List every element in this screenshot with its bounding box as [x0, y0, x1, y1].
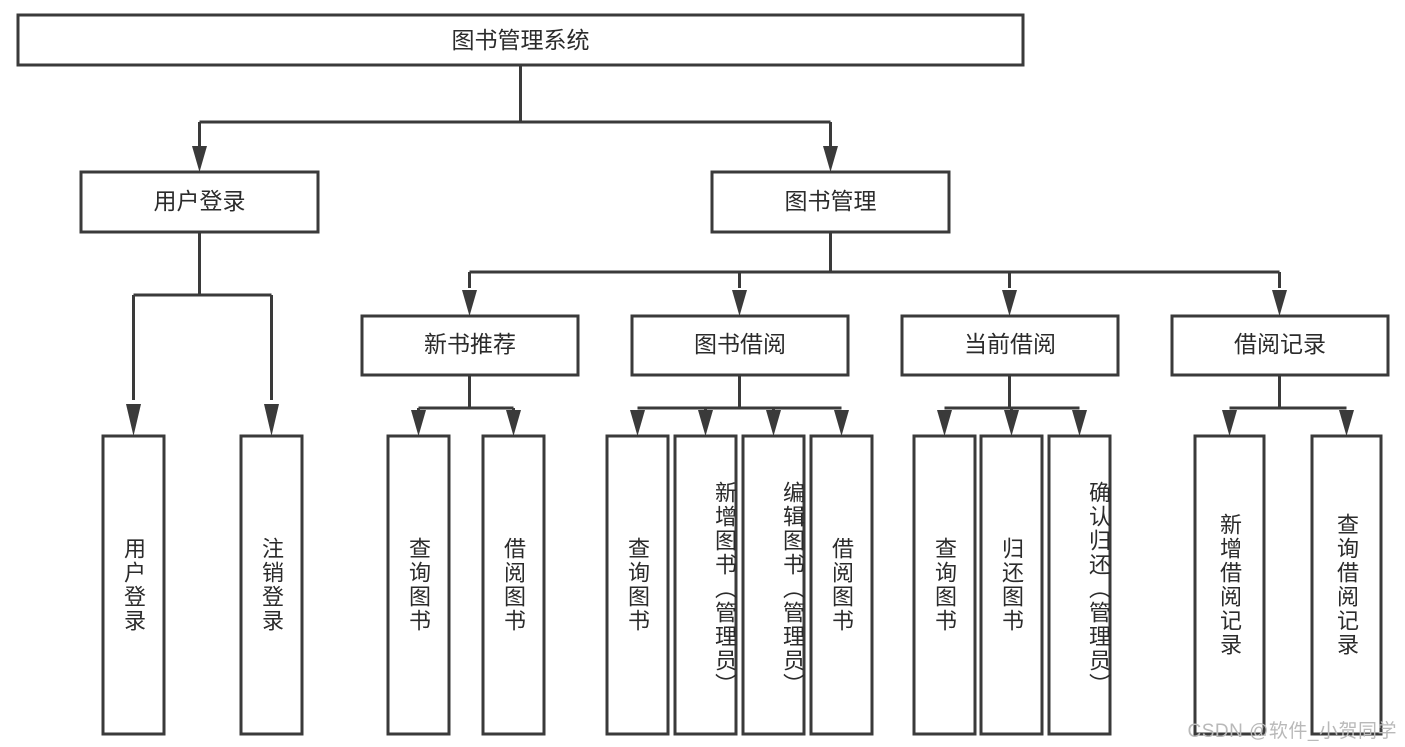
node-current-borrow-label: 当前借阅 [964, 331, 1056, 357]
node-book-manage[interactable]: 图书管理 [710, 170, 951, 234]
node-root-label: 图书管理系统 [452, 27, 590, 53]
node-book-manage-label: 图书管理 [785, 188, 877, 214]
node-new-book-recommend[interactable]: 新书推荐 [360, 314, 580, 377]
leaf-add-book-box[interactable] [673, 434, 738, 736]
leaf-add-record-box[interactable] [1193, 434, 1266, 736]
arrow-head-borrow-record [1272, 290, 1287, 316]
node-user-login[interactable]: 用户登录 [79, 170, 320, 234]
node-borrow-record-label: 借阅记录 [1234, 331, 1326, 357]
arrow-head-leaf-query-book-2 [630, 410, 645, 436]
arrow-head-leaf-logout-login [264, 404, 279, 436]
connector-group-book-manage [462, 232, 1287, 316]
node-root-box[interactable] [16, 13, 1025, 67]
arrow-head-leaf-borrow-book-2 [834, 410, 849, 436]
connector-group-user-login [126, 232, 279, 436]
arrow-head-leaf-query-book-1 [411, 410, 426, 436]
leaf-query-record-box[interactable] [1310, 434, 1383, 736]
node-current-borrow[interactable]: 当前借阅 [900, 314, 1120, 377]
leaf-return-book-box[interactable] [979, 434, 1044, 736]
connector-group-root [192, 65, 838, 172]
node-book-borrow-label: 图书借阅 [694, 331, 786, 357]
node-borrow-record-box[interactable] [1170, 314, 1390, 377]
connector-group-new-book-recommend [411, 375, 521, 436]
connector-group-borrow-record [1222, 375, 1354, 436]
leaf-query-book-2-box[interactable] [605, 434, 670, 736]
leaf-query-book-1-box[interactable] [386, 434, 451, 736]
node-user-login-box[interactable] [79, 170, 320, 234]
connector-group-current-borrow [937, 375, 1087, 436]
node-borrow-record[interactable]: 借阅记录 [1170, 314, 1390, 377]
leaf-user-login-box[interactable] [101, 434, 166, 736]
arrow-head-leaf-return-book [1004, 410, 1019, 436]
node-root[interactable]: 图书管理系统 [16, 13, 1025, 67]
arrow-head-leaf-query-book-3 [937, 410, 952, 436]
node-book-borrow-box[interactable] [630, 314, 850, 377]
leaf-logout-login-box[interactable] [239, 434, 304, 736]
arrow-head-leaf-user-login [126, 404, 141, 436]
node-new-book-recommend-box[interactable] [360, 314, 580, 377]
leaf-edit-book-box[interactable] [741, 434, 806, 736]
node-book-manage-box[interactable] [710, 170, 951, 234]
arrow-head-book-borrow [732, 290, 747, 316]
node-book-borrow[interactable]: 图书借阅 [630, 314, 850, 377]
csdn-watermark: CSDN @软件_小贺同学 [1187, 721, 1397, 742]
arrow-head-leaf-add-record [1222, 410, 1237, 436]
leaf-borrow-book-2-box[interactable] [809, 434, 874, 736]
arrow-head-user-login [192, 146, 207, 172]
node-user-login-label: 用户登录 [154, 188, 246, 214]
leaf-borrow-book-1-box[interactable] [481, 434, 546, 736]
arrow-head-leaf-query-record [1339, 410, 1354, 436]
arrow-head-leaf-edit-book [766, 410, 781, 436]
node-current-borrow-box[interactable] [900, 314, 1120, 377]
connector-group-book-borrow [630, 375, 849, 436]
node-new-book-recommend-label: 新书推荐 [424, 331, 516, 357]
arrow-head-book-manage [823, 146, 838, 172]
arrow-head-current-borrow [1002, 290, 1017, 316]
leaf-confirm-return-box[interactable] [1047, 434, 1112, 736]
arrow-head-leaf-confirm-return [1072, 410, 1087, 436]
arrow-head-new-book-recommend [462, 290, 477, 316]
leaf-query-book-3-box[interactable] [912, 434, 977, 736]
arrow-head-leaf-add-book [698, 410, 713, 436]
arrow-head-leaf-borrow-book-1 [506, 410, 521, 436]
